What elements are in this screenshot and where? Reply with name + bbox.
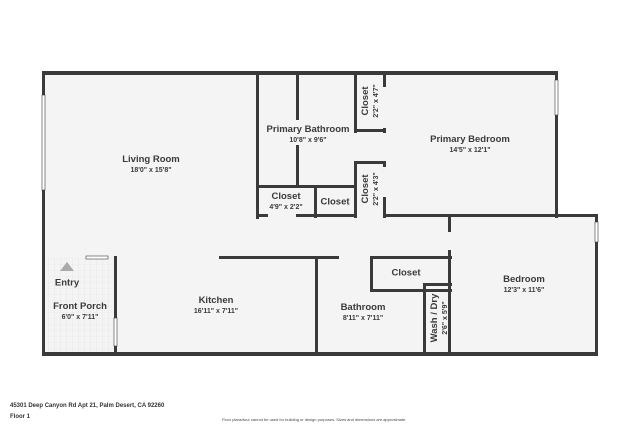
room-bedroom: Bedroom 12'3" x 11'6" [503, 274, 545, 294]
room-name: Living Room [122, 154, 180, 165]
walls [42, 71, 598, 356]
room-name: Bathroom [340, 302, 386, 313]
room-name: Primary Bedroom [430, 134, 510, 145]
room-dimensions: 16'11" x 7'11" [193, 308, 239, 315]
address: 45301 Deep Canyon Rd Apt 21, Palm Desert… [10, 403, 165, 409]
room-name: Kitchen [198, 295, 234, 306]
room-dimensions: 8'11" x 7'11" [342, 315, 384, 322]
disclaimer: Floor plans/tour cannot be used for buil… [222, 417, 407, 422]
room-name: Primary Bathroom [266, 124, 350, 135]
room-name: Front Porch [53, 301, 107, 312]
room-name: Closet [271, 191, 301, 202]
room-closet-a: Closet 4'9" x 2'2" [269, 191, 302, 211]
room-name: Closet [391, 267, 421, 279]
room-name: Entry [54, 277, 80, 289]
room-dimensions: 12'3" x 11'6" [503, 287, 545, 294]
room-dimensions: 10'8" x 9'6" [289, 137, 327, 144]
room-dimensions: 2'2" x 4'7" [373, 84, 380, 118]
floor-label: Floor 1 [10, 414, 31, 420]
room-name: Closet [320, 196, 350, 208]
room-dimensions: 4'9" x 2'2" [269, 204, 303, 211]
room-name: Closet [360, 174, 371, 204]
room-closet-b: Closet [320, 197, 349, 208]
floor-area [43, 72, 597, 354]
room-name: Bedroom [503, 274, 545, 285]
room-closet-d: Closet [391, 268, 420, 279]
room-name: Wash / Dry [429, 293, 440, 343]
room-entry: Entry [55, 278, 79, 289]
room-dimensions: 2'2" x 4'3" [373, 172, 380, 206]
room-kitchen: Kitchen 16'11" x 7'11" [194, 295, 238, 315]
room-name: Closet [360, 86, 371, 116]
entry-arrow-icon [60, 262, 74, 271]
room-primary-bathroom: Primary Bathroom 10'8" x 9'6" [267, 124, 350, 144]
room-dimensions: 6'0" x 7'11" [61, 314, 99, 321]
room-dimensions: 18'0" x 15'8" [130, 167, 172, 174]
room-primary-bedroom: Primary Bedroom 14'5" x 12'1" [430, 134, 510, 154]
room-living-room: Living Room 18'0" x 15'8" [122, 154, 180, 174]
windows [41, 79, 599, 347]
room-dimensions: 2'6" x 5'9" [442, 301, 449, 335]
room-front-porch: Front Porch 6'0" x 7'11" [53, 301, 107, 321]
room-dimensions: 14'5" x 12'1" [449, 147, 491, 154]
room-bathroom: Bathroom 8'11" x 7'11" [341, 302, 386, 322]
